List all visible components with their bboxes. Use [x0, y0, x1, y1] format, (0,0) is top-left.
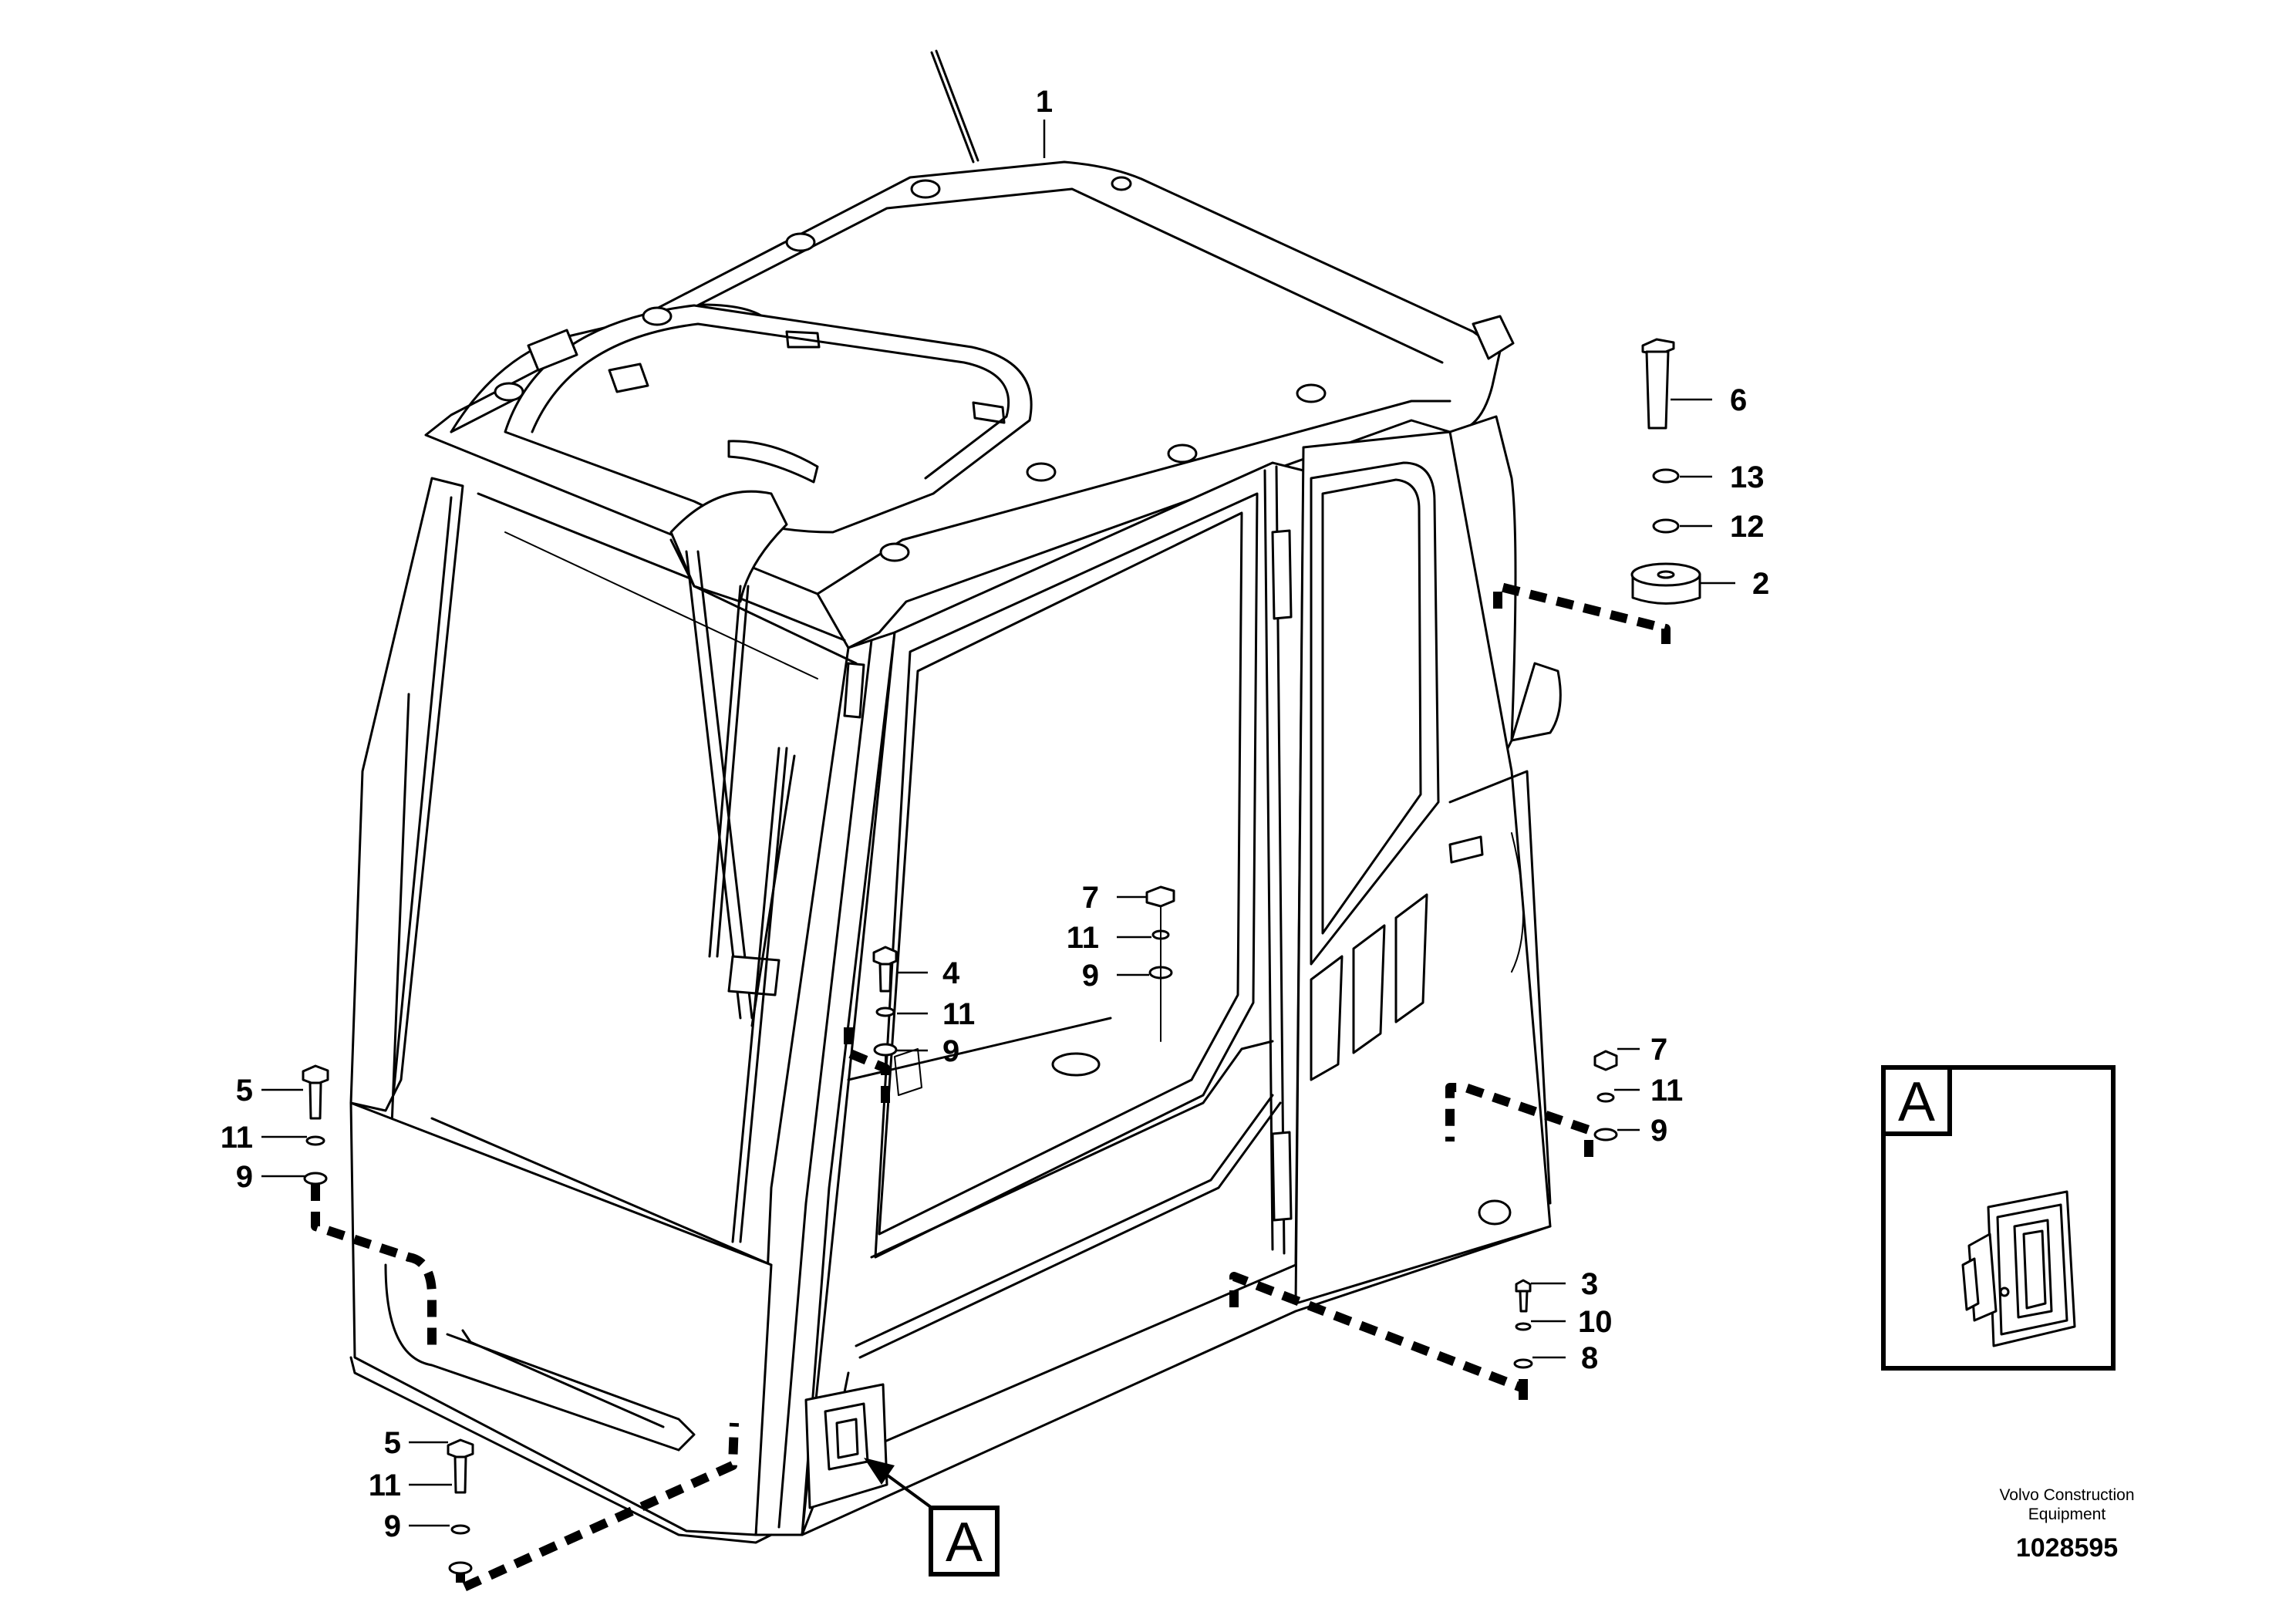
mounting-dash-lines [311, 582, 1671, 1593]
callout-9-left: 9 [236, 1160, 253, 1194]
detail-a-inset: A [1881, 1065, 2116, 1371]
callout-13: 13 [1730, 460, 1765, 494]
cab-illustration [349, 49, 1562, 1544]
callout-11-right: 11 [1650, 1074, 1683, 1108]
callout-11-bottom: 11 [369, 1469, 401, 1502]
detail-a-label: A [1898, 1071, 1935, 1133]
detail-a-pointer: A [864, 1458, 1000, 1576]
detail-a-pointer-label: A [946, 1512, 983, 1573]
callout-5-bottom: 5 [384, 1426, 401, 1460]
roof-bolt-icons [494, 176, 1327, 562]
callout-8: 8 [1581, 1341, 1598, 1375]
leader-lines [261, 120, 2023, 1527]
callout-6: 6 [1730, 383, 1747, 417]
callout-1: 1 [1036, 85, 1053, 119]
callout-3: 3 [1581, 1267, 1598, 1301]
document-number: 1028595 [2016, 1533, 2118, 1563]
credit-line-1: Volvo Construction [1999, 1486, 2134, 1504]
callout-9-door: 9 [942, 1034, 959, 1068]
fastener-stacks [302, 338, 1701, 1575]
callout-10: 10 [1578, 1305, 1613, 1339]
callout-11-center: 11 [1067, 921, 1099, 955]
callout-7-center: 7 [1082, 881, 1099, 915]
callout-12: 12 [1730, 510, 1765, 544]
callout-2: 2 [1752, 567, 1769, 601]
credit-line-2: Equipment [2028, 1506, 2106, 1523]
door-handle-icon [1961, 1190, 2076, 1347]
callout-11-left: 11 [221, 1121, 253, 1155]
callout-4: 4 [942, 956, 960, 990]
callout-9-bottom: 9 [384, 1509, 401, 1543]
credits: Volvo Construction Equipment 1028595 [1999, 1486, 2134, 1563]
callout-9-right: 9 [1650, 1114, 1667, 1148]
callout-5-left: 5 [236, 1074, 253, 1108]
callout-9-center: 9 [1082, 959, 1099, 993]
callout-11-door: 11 [942, 997, 975, 1031]
wiper-assembly [669, 490, 865, 1243]
callout-7-right: 7 [1650, 1033, 1667, 1067]
